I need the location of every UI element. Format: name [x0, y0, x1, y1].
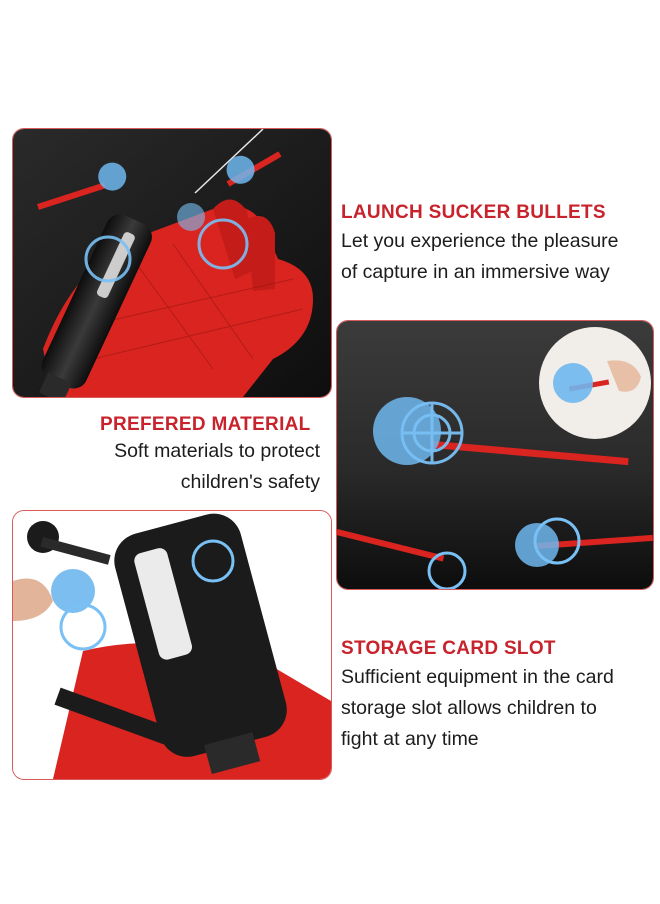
feature-description-material: Soft materials to protect children's saf… [84, 436, 320, 498]
description-line: Let you experience the pleasure [341, 230, 619, 252]
sucker-bullet-photo [336, 320, 654, 590]
card-slot-photo [12, 510, 332, 780]
feature-description-storage: Sufficient equipment in the card storage… [341, 662, 614, 755]
description-line: children's safety [180, 471, 320, 493]
feature-heading-launch: LAUNCH SUCKER BULLETS [341, 202, 606, 223]
description-line: of capture in an immersive way [341, 261, 610, 283]
feature-heading-storage: STORAGE CARD SLOT [341, 638, 556, 659]
description-line: storage slot allows children to [341, 697, 597, 719]
description-line: fight at any time [341, 728, 479, 750]
launcher-glove-photo [12, 128, 332, 398]
feature-heading-material: PREFERED MATERIAL [100, 414, 311, 435]
description-line: Sufficient equipment in the card [341, 666, 614, 688]
description-line: Soft materials to protect [114, 440, 320, 462]
feature-description-launch: Let you experience the pleasure of captu… [341, 226, 619, 288]
